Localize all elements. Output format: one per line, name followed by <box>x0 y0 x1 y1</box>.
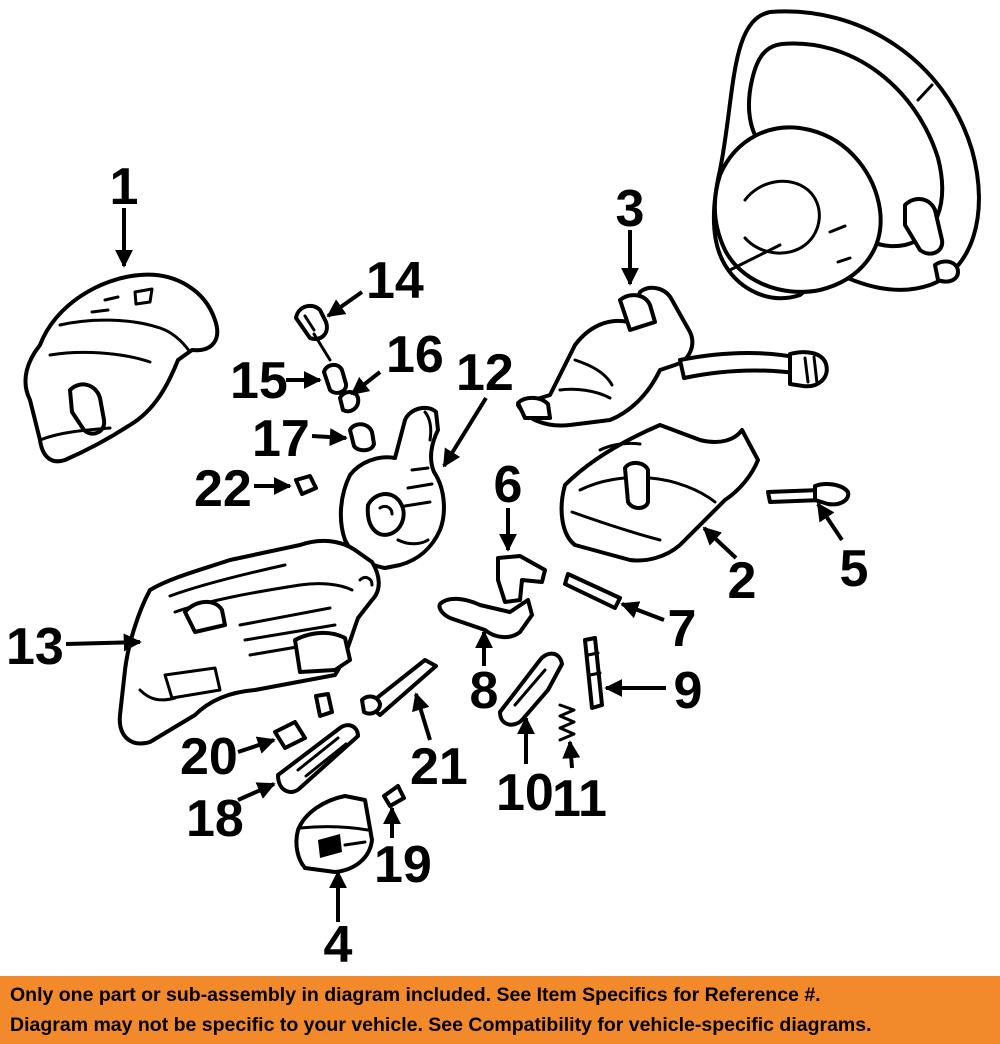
callout-19: 19 <box>374 836 432 894</box>
part-8-lever <box>437 596 534 639</box>
part-10-pawl <box>498 651 564 727</box>
callout-7: 7 <box>668 600 697 658</box>
disclaimer-footer: Only one part or sub-assembly in diagram… <box>0 976 1000 1044</box>
steering-column-diagram: .footer-bg-fill{fill:#f28a2c} <box>6 9 981 974</box>
callout-11: 11 <box>552 770 607 828</box>
callout-4: 4 <box>324 916 353 974</box>
leader-13 <box>65 633 142 652</box>
leader-18 <box>237 782 276 802</box>
callout-numbers: 1 3 14 15 16 17 12 22 6 2 5 7 13 8 9 21 … <box>6 158 868 974</box>
part-7-pin <box>563 572 622 610</box>
part-6-bracket <box>496 554 547 604</box>
part-3-multifunction-switch <box>516 285 829 428</box>
leader-2 <box>702 526 738 560</box>
leader-7 <box>620 601 665 622</box>
part-13-column-housing <box>117 538 381 746</box>
part-12-lock-housing <box>338 405 446 570</box>
leader-5 <box>816 502 844 542</box>
leader-20 <box>237 736 276 754</box>
callout-9: 9 <box>674 662 703 720</box>
callout-20: 20 <box>180 728 238 786</box>
callout-6: 6 <box>494 456 523 514</box>
disclaimer-line-2: Diagram may not be specific to your vehi… <box>10 1014 872 1036</box>
callout-21: 21 <box>410 738 468 796</box>
part-5-pin <box>766 482 851 507</box>
callout-2: 2 <box>728 552 757 610</box>
leader-11 <box>562 740 581 769</box>
callout-16: 16 <box>386 326 444 384</box>
callout-22: 22 <box>194 460 252 518</box>
part-21-link <box>360 658 438 717</box>
leader-16 <box>350 370 382 396</box>
part-19-clip <box>382 784 406 808</box>
callout-14: 14 <box>366 252 424 310</box>
callout-1: 1 <box>110 158 139 216</box>
part-22-bolt <box>294 474 318 496</box>
part-9-rod <box>583 636 604 710</box>
part-2-lower-shroud <box>559 423 760 563</box>
part-4-switch-block <box>294 794 374 874</box>
leader-21 <box>412 692 432 741</box>
part-16-retainer <box>338 390 361 414</box>
callout-10: 10 <box>496 764 554 822</box>
part-20-clip <box>273 692 334 750</box>
part-1-upper-shroud <box>23 272 220 464</box>
callout-3: 3 <box>616 180 645 238</box>
part-14-key-rod <box>312 332 332 362</box>
callout-13: 13 <box>6 618 64 676</box>
part-17-bushing <box>348 422 376 453</box>
callout-17: 17 <box>252 410 310 468</box>
callout-12: 12 <box>456 344 514 402</box>
callout-18: 18 <box>186 790 244 848</box>
leader-17 <box>311 428 348 447</box>
callout-8: 8 <box>470 662 499 720</box>
part-18-actuator <box>276 723 360 794</box>
callout-15: 15 <box>230 352 288 410</box>
part-14-lock-cylinder <box>294 303 329 341</box>
leader-12 <box>442 396 488 468</box>
steering-wheel <box>711 9 981 301</box>
part-15-lock-clip <box>322 363 348 395</box>
leader-14 <box>326 290 364 318</box>
disclaimer-line-1: Only one part or sub-assembly in diagram… <box>10 984 821 1006</box>
callout-5: 5 <box>840 540 869 598</box>
part-11-spring <box>558 703 576 742</box>
leader-arrows <box>65 208 844 922</box>
